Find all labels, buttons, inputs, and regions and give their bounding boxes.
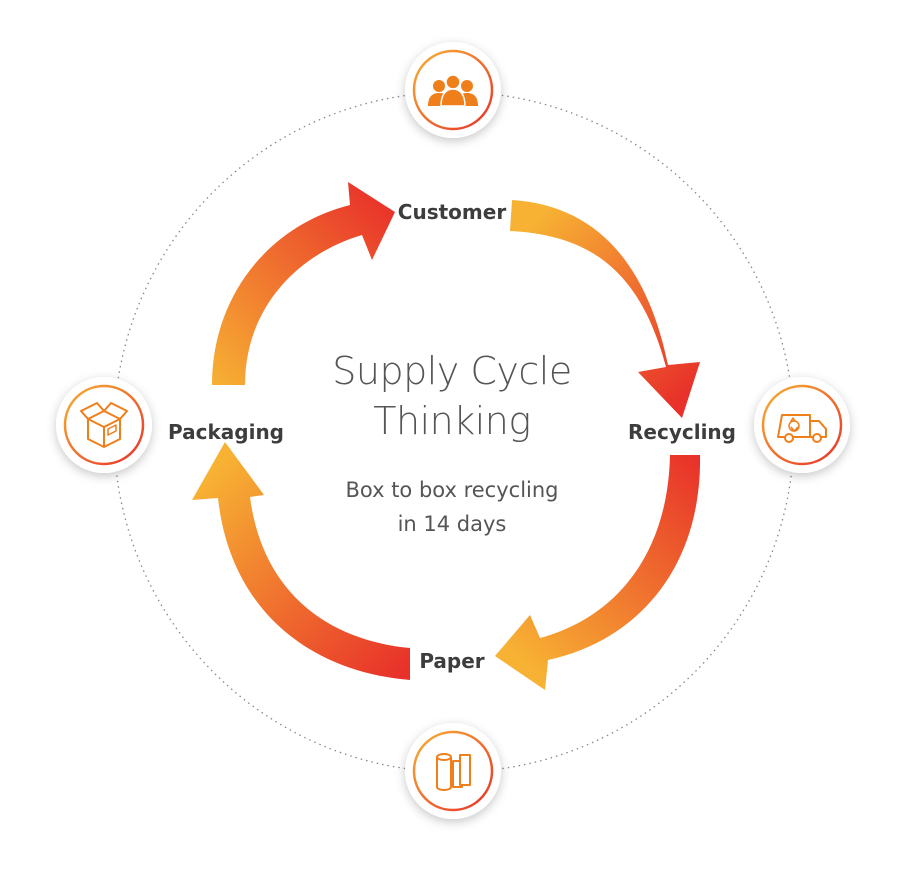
recycling-badge [754, 377, 850, 473]
stage-label-packaging: Packaging [168, 420, 284, 444]
title-line-2: Thinking [373, 399, 530, 443]
arrow-recycling-to-paper [495, 455, 701, 690]
recycling-truck-icon [777, 414, 827, 443]
customer-badge [405, 42, 501, 138]
arrow-paper-to-packaging [192, 442, 410, 680]
title-line-1: Supply Cycle [332, 349, 571, 393]
subtitle-line-1: Box to box recycling [345, 478, 558, 502]
arrow-customer-to-recycling [510, 200, 700, 418]
customers-icon [428, 74, 478, 107]
paper-badge [405, 723, 501, 819]
subtitle-line-2: in 14 days [398, 512, 507, 536]
box-icon [80, 402, 128, 448]
packaging-badge [56, 377, 152, 473]
stage-label-customer: Customer [398, 200, 507, 224]
stage-label-paper: Paper [419, 649, 484, 673]
stage-label-recycling: Recycling [628, 420, 736, 444]
arrow-packaging-to-customer [212, 182, 395, 385]
paper-rolls-icon [436, 753, 471, 791]
